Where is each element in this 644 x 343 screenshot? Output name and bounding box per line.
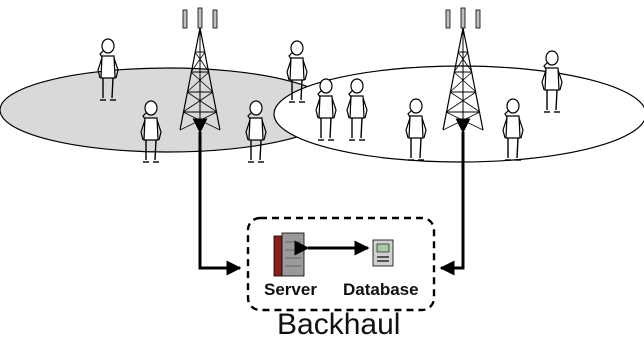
server-label: Server <box>264 280 317 299</box>
backhaul-link-a <box>192 118 242 276</box>
server-icon <box>273 232 305 277</box>
backhaul-box <box>246 216 436 312</box>
backhaul-label: Backhaul <box>277 308 401 341</box>
backhaul-link-b <box>439 118 471 276</box>
database-label: Database <box>343 280 419 299</box>
database-icon <box>372 239 394 267</box>
